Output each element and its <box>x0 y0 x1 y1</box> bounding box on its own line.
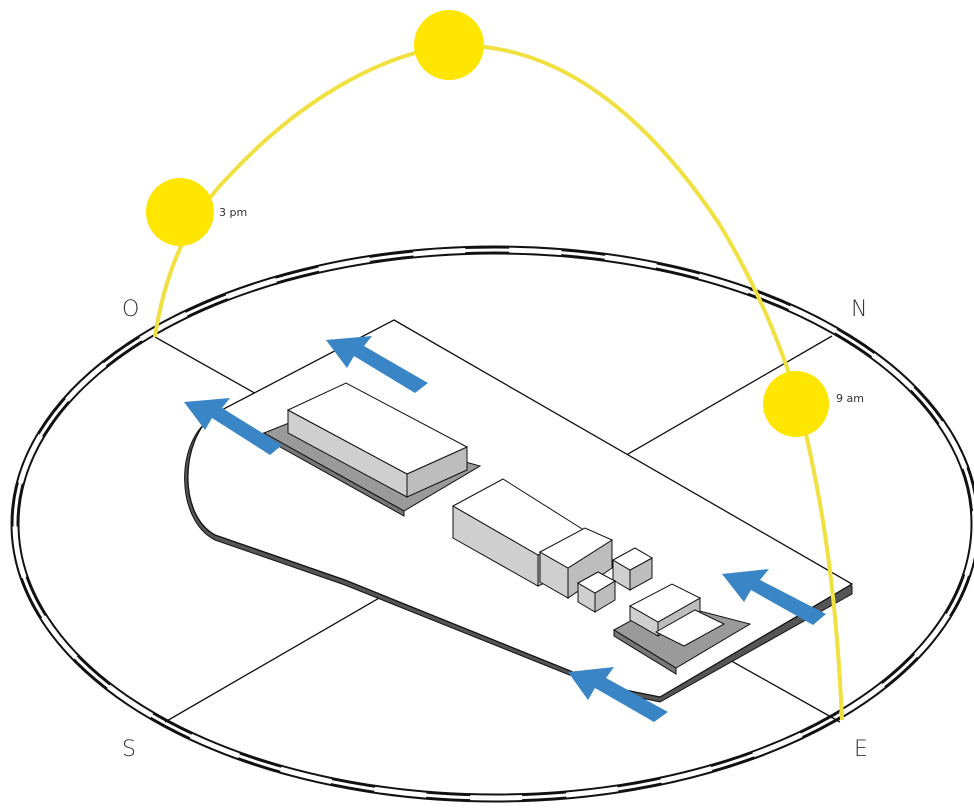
sun-icon <box>414 10 484 80</box>
direction-east-label: E <box>854 737 868 762</box>
sun-path-arc <box>153 43 844 721</box>
wind-arrow-icon <box>722 569 826 625</box>
building-block-4 <box>613 583 752 675</box>
compass-ring <box>10 245 974 803</box>
wind-arrow-icon <box>326 336 428 393</box>
sun-time-9am-label: 9 am <box>836 392 864 405</box>
wind-arrows <box>184 336 826 722</box>
wind-arrow-icon <box>568 667 668 722</box>
direction-north-label: N <box>851 297 867 322</box>
sun-time-3pm-label: 3 pm <box>219 206 247 219</box>
small-cube-1 <box>611 547 654 591</box>
building-block-1 <box>262 382 482 517</box>
sun-icon <box>763 371 829 437</box>
direction-south-label: S <box>122 737 136 762</box>
wind-arrow-icon <box>184 398 282 455</box>
direction-west-label: O <box>122 297 139 322</box>
sun-icon <box>146 178 214 246</box>
small-cube-2 <box>576 571 617 613</box>
